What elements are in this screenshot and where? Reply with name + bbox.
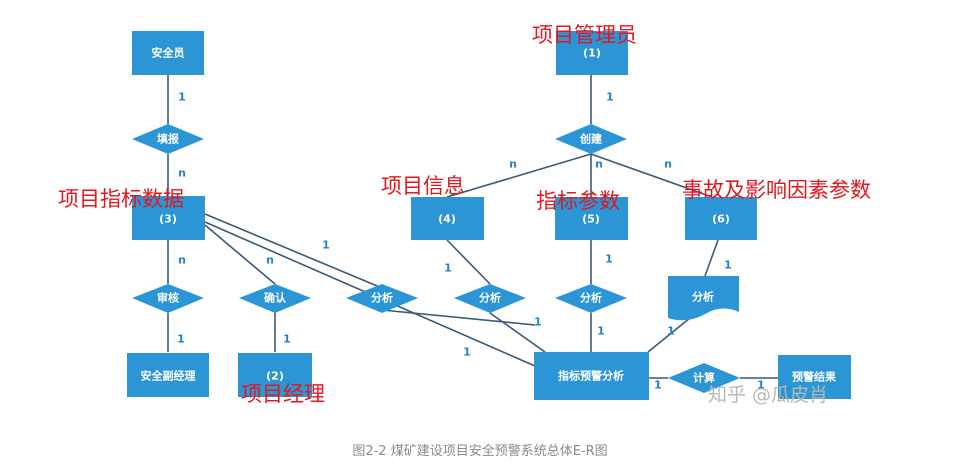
entity-safety-officer[interactable]: 安全员 (132, 31, 204, 75)
edge-analyzeB-warning (489, 312, 546, 353)
cardinality-label: 1 (463, 346, 471, 359)
svg-text:填报: 填报 (157, 132, 180, 146)
svg-text:分析: 分析 (580, 291, 602, 305)
cardinality-label: 1 (177, 333, 185, 346)
annotation-project-admin: 项目管理员 (532, 23, 637, 47)
svg-text:创建: 创建 (579, 132, 603, 146)
edge-indicator-confirm (204, 224, 276, 285)
svg-text:(3): (3) (159, 213, 177, 226)
svg-text:分析: 分析 (692, 290, 714, 304)
svg-text:预警结果: 预警结果 (792, 370, 836, 384)
svg-text:分析: 分析 (479, 291, 501, 305)
cardinality-label: 1 (667, 325, 675, 338)
svg-text:确认: 确认 (264, 291, 287, 305)
figure-caption: 图2-2 煤矿建设项目安全预警系统总体E-R图 (352, 443, 607, 459)
entity-warning-analysis[interactable]: 指标预警分析 (534, 352, 649, 400)
annotation-project-info: 项目信息 (381, 174, 465, 198)
entity-accident-params[interactable]: (6) (685, 197, 757, 240)
entity-warning-result[interactable]: 预警结果 (778, 355, 851, 399)
cardinality-label: 1 (597, 325, 605, 338)
svg-text:(5): (5) (582, 213, 600, 226)
cardinality-label: 1 (322, 239, 330, 252)
cardinality-labels: 1 n 1 n n n n 1 n 1 1 1 1 1 1 1 1 1 1 1 (177, 91, 765, 392)
edge-accident-analyzeD (704, 239, 719, 277)
svg-text:指标预警分析: 指标预警分析 (558, 369, 624, 383)
cardinality-label: 1 (178, 91, 186, 104)
svg-text:安全员: 安全员 (152, 46, 185, 60)
cardinality-label: 1 (605, 253, 613, 266)
cardinality-label: 1 (283, 333, 291, 346)
annotation-project-manager: 项目经理 (241, 382, 325, 406)
relation-analyze-c[interactable]: 分析 (555, 284, 627, 313)
svg-text:分析: 分析 (371, 291, 393, 305)
cardinality-label: n (178, 254, 186, 267)
edges (167, 75, 778, 379)
svg-text:审核: 审核 (157, 291, 179, 305)
edge-info-analyzeB (446, 239, 491, 285)
relation-confirm[interactable]: 确认 (239, 284, 311, 313)
annotation-indicator-data: 项目指标数据 (58, 187, 184, 211)
cardinality-label: 1 (444, 262, 452, 275)
relation-analyze-d[interactable]: 分析 (668, 276, 739, 321)
relation-analyze-b[interactable]: 分析 (454, 284, 526, 313)
entity-indicator-params[interactable]: (5) (555, 197, 628, 240)
relation-create[interactable]: 创建 (555, 124, 627, 154)
entity-project-manager[interactable]: (2) (238, 353, 312, 397)
cardinality-label: n (266, 254, 274, 267)
edge-analyzeA-warning (381, 309, 536, 326)
entity-project-info[interactable]: (4) (411, 197, 484, 240)
entity-project-admin[interactable]: (1) (556, 31, 628, 75)
svg-text:(6): (6) (712, 213, 730, 226)
svg-text:计算: 计算 (693, 371, 715, 385)
svg-text:安全副经理: 安全副经理 (141, 369, 196, 383)
cardinality-label: 1 (757, 379, 765, 392)
relation-fill-report[interactable]: 填报 (132, 124, 204, 154)
cardinality-label: n (178, 167, 186, 180)
annotation-accident-params: 事故及影响因素参数 (682, 178, 871, 202)
watermark: 知乎 @瓜皮肖 (708, 384, 828, 406)
svg-text:(4): (4) (438, 213, 456, 226)
svg-text:(2): (2) (266, 370, 284, 383)
edge-create-info (446, 153, 592, 198)
edge-analyzeD-warning (647, 317, 691, 353)
cardinality-label: 1 (534, 316, 542, 329)
cardinality-label: n (664, 158, 672, 171)
relation-compute[interactable]: 计算 (668, 363, 740, 393)
annotations: 项目管理员 项目指标数据 项目信息 指标参数 事故及影响因素参数 项目经理 (58, 23, 871, 406)
edge-create-accident (590, 153, 713, 198)
cardinality-label: n (595, 158, 603, 171)
cardinality-label: 1 (606, 91, 614, 104)
relation-review[interactable]: 审核 (132, 284, 204, 313)
relation-analyze-a[interactable]: 分析 (346, 284, 418, 313)
entity-indicator-data[interactable]: (3) (132, 196, 205, 240)
annotation-indicator-params: 指标参数 (536, 189, 620, 213)
svg-text:(1): (1) (583, 47, 601, 60)
cardinality-label: n (509, 158, 517, 171)
edge-indicator-analyzeA (204, 213, 383, 289)
entity-deputy-manager[interactable]: 安全副经理 (127, 353, 209, 397)
cardinality-label: 1 (724, 259, 732, 272)
cardinality-label: 1 (654, 379, 662, 392)
